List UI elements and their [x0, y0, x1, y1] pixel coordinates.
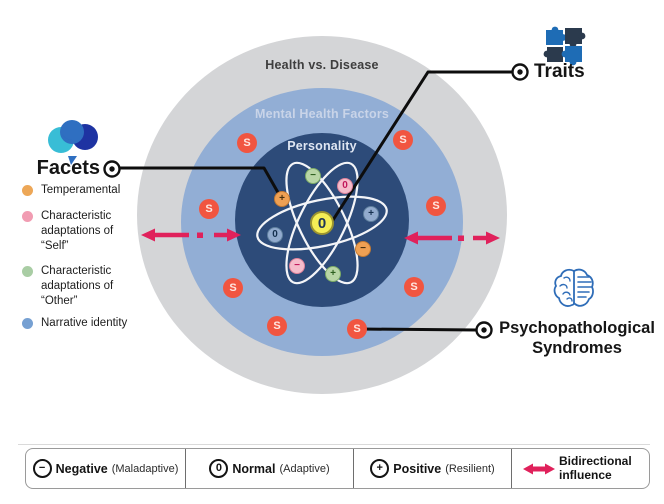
facet-legend-label: Temperamental [41, 184, 121, 196]
syndromes-connector-line [358, 327, 479, 332]
syndrome-badge: S [404, 277, 424, 297]
facets-connector-line [118, 166, 282, 198]
facet-legend-item-narrative: Narrative identity [22, 316, 151, 331]
orange-dot-icon [22, 185, 33, 196]
syndrome-badge: S [426, 196, 446, 216]
positive-symbol-icon: + [370, 459, 390, 478]
syndromes-label-line1: Psychopathological [499, 319, 655, 337]
legend-label: Positive [393, 461, 442, 476]
psychopathological-syndromes-label: Psychopathological Syndromes [492, 319, 662, 359]
divider-line [18, 444, 650, 445]
legend-qualifier: (Maladaptive) [111, 462, 179, 475]
legend-label: Bidirectional influence [559, 453, 632, 482]
facet-legend-label: Characteristic adaptations of “Self” [41, 210, 114, 252]
pink-dot-icon [22, 211, 33, 222]
legend-cell-positive: + Positive (Resilient) [353, 449, 511, 488]
bidirectional-arrow-icon [523, 463, 555, 474]
syndromes-callout-marker [475, 321, 493, 339]
electron-normal-pink: 0 [337, 178, 353, 194]
cluster-circles-icon [44, 116, 102, 171]
bidirectional-arrow-right [404, 231, 500, 245]
inner-ring-label: Personality [287, 139, 357, 153]
facet-legend-item-temperamental: Temperamental [22, 183, 129, 198]
facets-callout-marker [103, 160, 121, 178]
syndrome-badge: S [237, 133, 257, 153]
electron-normal-blue: 0 [267, 227, 283, 243]
electron-positive-orange: + [274, 191, 290, 207]
syndrome-badge: S [223, 278, 243, 298]
normal-symbol-icon: 0 [209, 459, 229, 478]
electron-positive-green: + [325, 266, 341, 282]
electron-positive-blue: + [363, 206, 379, 222]
traits-callout-marker [511, 63, 529, 81]
middle-ring-label: Mental Health Factors [254, 107, 390, 121]
atom-orbits [256, 161, 388, 285]
green-dot-icon [22, 266, 33, 277]
brain-icon [551, 266, 597, 317]
blue-dot-icon [22, 318, 33, 329]
syndrome-badge: S [199, 199, 219, 219]
puzzle-pieces-icon [543, 26, 587, 71]
bidirectional-arrow-left [141, 228, 241, 242]
traits-connector-line [331, 70, 513, 222]
facet-legend-item-self: Characteristic adaptations of “Self” [22, 209, 129, 254]
legend-qualifier: (Resilient) [445, 462, 495, 475]
syndromes-label-line2: Syndromes [532, 338, 622, 357]
facet-legend-label: Characteristic adaptations of “Other” [41, 265, 114, 307]
legend-label: Negative [55, 461, 108, 476]
negative-symbol-icon: − [32, 459, 52, 478]
syndrome-badge: S [267, 316, 287, 336]
electron-negative-green: − [305, 168, 321, 184]
facets-label: Facets [36, 157, 100, 179]
syndrome-badge-linked: S [347, 319, 367, 339]
symbol-legend-bar: − Negative (Maladaptive) 0 Normal (Adapt… [25, 448, 650, 489]
electron-negative-pink: − [289, 258, 305, 274]
legend-cell-negative: − Negative (Maladaptive) [26, 449, 185, 488]
legend-cell-normal: 0 Normal (Adaptive) [185, 449, 353, 488]
traits-label: Traits [534, 61, 585, 82]
electron-negative-orange: − [355, 241, 371, 257]
legend-qualifier: (Adaptive) [279, 462, 330, 475]
facet-legend-label: Narrative identity [41, 317, 128, 329]
facet-legend-item-other: Characteristic adaptations of “Other” [22, 264, 129, 309]
atom-nucleus: 0 [310, 211, 334, 235]
syndrome-badge: S [393, 130, 413, 150]
legend-label: Normal [232, 461, 276, 476]
legend-cell-bidirectional: Bidirectional influence [511, 449, 648, 488]
outer-ring-label: Health vs. Disease [265, 58, 379, 72]
